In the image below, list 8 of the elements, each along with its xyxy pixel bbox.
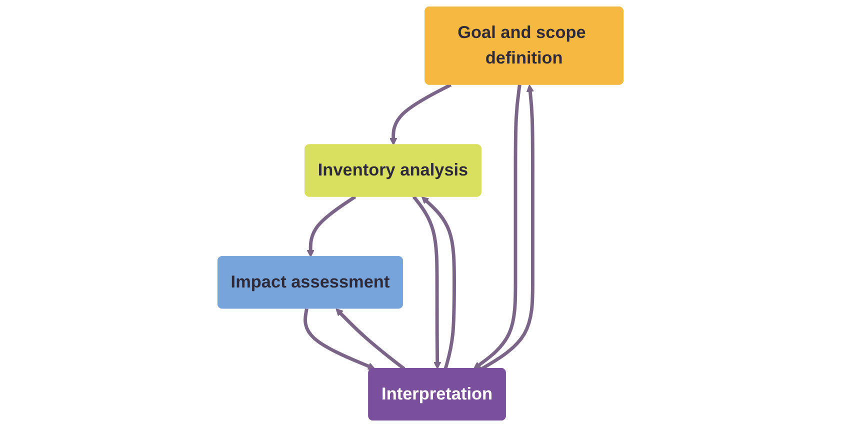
arrow (306, 195, 356, 258)
arrow (480, 84, 534, 370)
arrow (336, 308, 406, 370)
arrow (304, 308, 376, 370)
arrow (473, 84, 522, 370)
arrow (421, 196, 456, 370)
arrow (412, 196, 442, 370)
arrow (390, 83, 452, 146)
